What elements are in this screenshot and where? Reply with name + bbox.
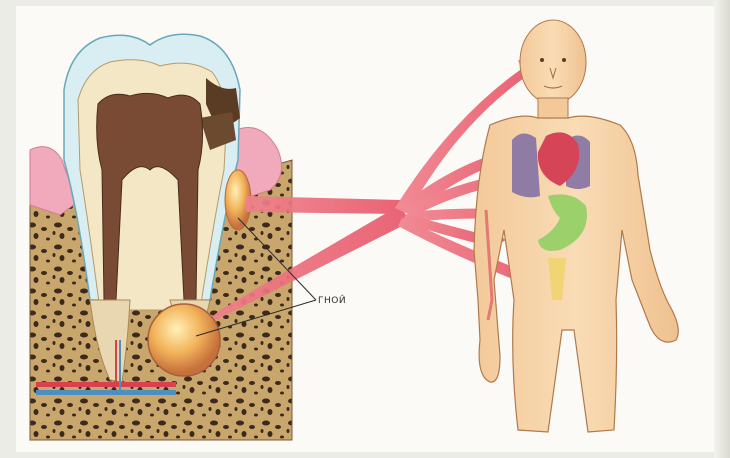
tooth-cross-section-icon xyxy=(30,34,292,440)
lungs-icon xyxy=(512,133,540,197)
abscess-icon xyxy=(148,304,220,376)
pus-label: ГНОЙ xyxy=(318,296,346,306)
